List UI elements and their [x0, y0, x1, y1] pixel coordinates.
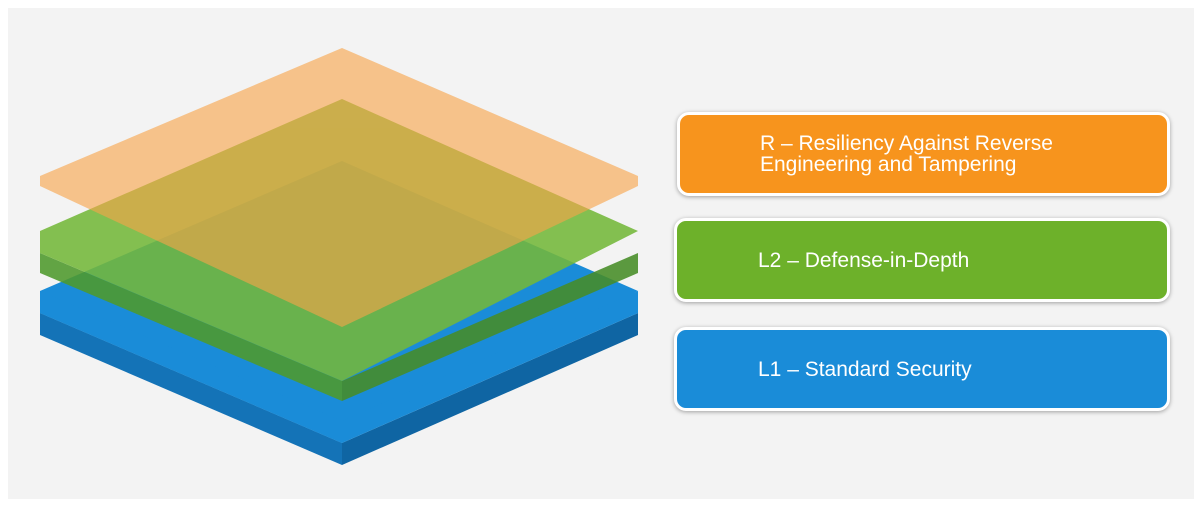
- label-r-text: R – Resiliency Against Reverse Engineeri…: [760, 132, 1053, 176]
- label-l2-text: L2 – Defense-in-Depth: [758, 248, 970, 272]
- layer-r-slab: [40, 48, 638, 327]
- label-box-l1: L1 – Standard Security: [674, 327, 1170, 411]
- label-box-r: R – Resiliency Against Reverse Engineeri…: [677, 112, 1170, 196]
- label-l1-text: L1 – Standard Security: [758, 357, 972, 381]
- label-box-l2: L2 – Defense-in-Depth: [674, 218, 1170, 302]
